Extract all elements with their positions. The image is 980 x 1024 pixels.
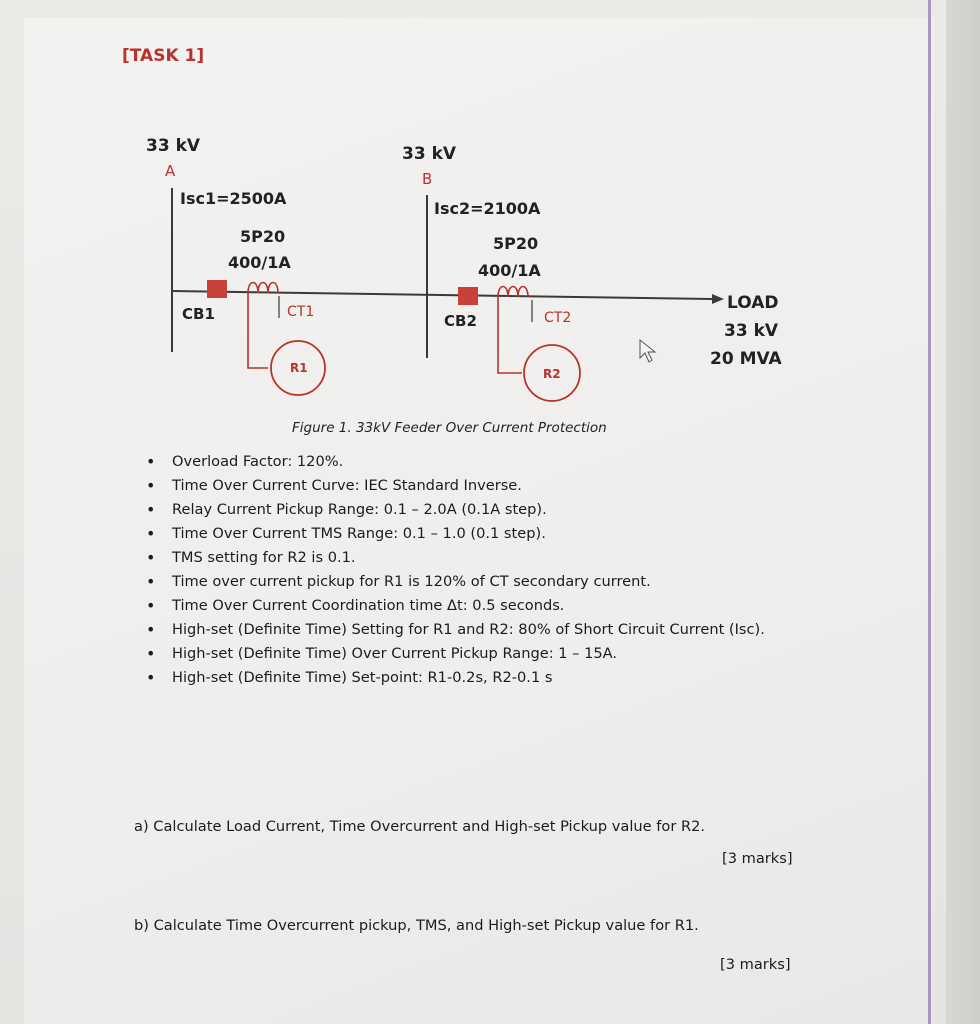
list-item: Time Over Current TMS Range: 0.1 – 1.0 (… bbox=[140, 522, 800, 546]
load-label: LOAD bbox=[727, 293, 779, 313]
ct2-label: CT2 bbox=[544, 310, 571, 326]
ct1-coil bbox=[247, 281, 279, 294]
load-voltage: 33 kV bbox=[724, 321, 779, 341]
bus-a-isc: Isc1=2500A bbox=[180, 189, 287, 208]
feeder-line bbox=[171, 290, 713, 300]
r1-relay bbox=[270, 340, 326, 396]
list-item: Time Over Current Curve: IEC Standard In… bbox=[140, 474, 800, 498]
ct2-ratio: 400/1A bbox=[478, 261, 541, 280]
r2-relay bbox=[523, 344, 581, 402]
bus-a-label: A bbox=[165, 162, 176, 180]
ct2-coil bbox=[497, 285, 529, 298]
cb2-breaker bbox=[458, 287, 478, 305]
list-item: Time over current pickup for R1 is 120% … bbox=[140, 570, 800, 594]
mouse-cursor-icon bbox=[639, 338, 657, 363]
bus-b-voltage: 33 kV bbox=[402, 144, 457, 164]
list-item: Relay Current Pickup Range: 0.1 – 2.0A (… bbox=[140, 498, 800, 522]
load-rating: 20 MVA bbox=[710, 349, 782, 369]
figure-caption: Figure 1. 33kV Feeder Over Current Prote… bbox=[292, 420, 607, 436]
bus-b-label: B bbox=[422, 170, 432, 188]
screen-bezel bbox=[946, 0, 980, 1024]
cb2-label: CB2 bbox=[444, 312, 477, 330]
ct1-class: 5P20 bbox=[240, 227, 285, 246]
ct1-ratio: 400/1A bbox=[228, 253, 291, 272]
list-item: TMS setting for R2 is 0.1. bbox=[140, 546, 800, 570]
list-item: Time Over Current Coordination time Δt: … bbox=[140, 594, 800, 618]
ct2-class: 5P20 bbox=[493, 234, 538, 253]
r2-label: R2 bbox=[543, 367, 561, 381]
feeder-diagram: 33 kV A Isc1=2500A 33 kV B Isc2=2100A 5P… bbox=[146, 136, 782, 402]
question-b-marks: [3 marks] bbox=[720, 956, 791, 973]
page-edge-line bbox=[928, 0, 931, 1024]
ct2-wire bbox=[497, 297, 522, 374]
question-a-marks: [3 marks] bbox=[722, 850, 793, 867]
parameter-list: Overload Factor: 120%. Time Over Current… bbox=[140, 450, 800, 690]
list-item: High-set (Definite Time) Setting for R1 … bbox=[140, 618, 800, 642]
load-arrow bbox=[712, 294, 724, 304]
list-item: High-set (Definite Time) Over Current Pi… bbox=[140, 642, 800, 666]
list-item: High-set (Definite Time) Set-point: R1-0… bbox=[140, 666, 800, 690]
question-a: a) Calculate Load Current, Time Overcurr… bbox=[134, 818, 706, 835]
bus-b-isc: Isc2=2100A bbox=[434, 199, 541, 218]
list-item: Overload Factor: 120%. bbox=[140, 450, 800, 474]
question-b: b) Calculate Time Overcurrent pickup, TM… bbox=[134, 917, 699, 934]
cb1-breaker bbox=[207, 280, 227, 298]
ct1-wire bbox=[247, 293, 268, 369]
bus-a-voltage: 33 kV bbox=[146, 136, 201, 156]
r1-label: R1 bbox=[290, 361, 308, 375]
task-title: [TASK 1] bbox=[122, 46, 205, 66]
cb1-label: CB1 bbox=[182, 305, 215, 323]
ct1-label: CT1 bbox=[287, 304, 314, 320]
